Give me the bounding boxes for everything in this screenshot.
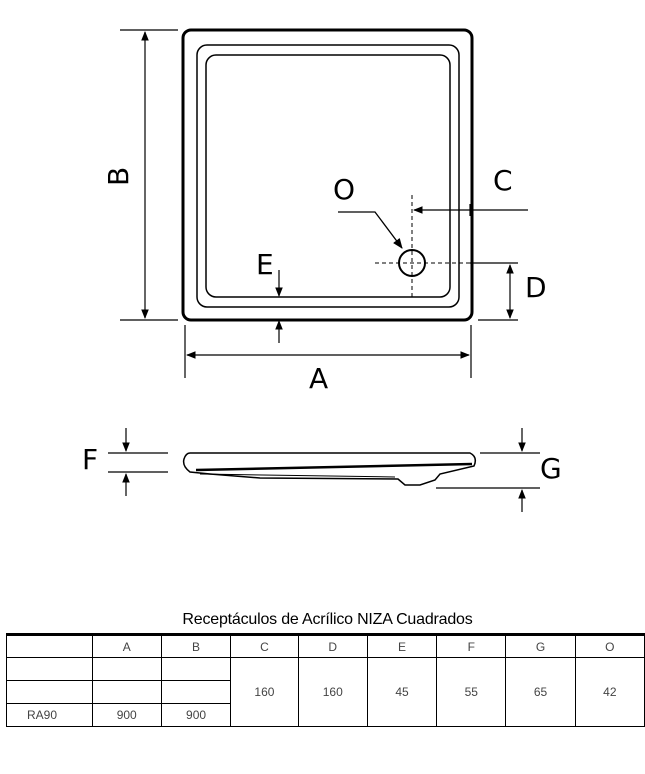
table-row: RA90 900 900 <box>6 703 645 727</box>
table-cell <box>160 680 232 704</box>
table-top-rule <box>6 633 645 636</box>
label-d: D <box>525 271 547 304</box>
spec-table: A B C D E F G O 160 160 45 55 65 42 RA90… <box>6 635 645 727</box>
value-e: 45 <box>366 657 438 727</box>
value-f: 55 <box>436 657 507 727</box>
tray-profile <box>182 452 477 486</box>
header-cell: A <box>91 635 162 658</box>
table-cell <box>160 657 232 681</box>
dimension-f <box>108 428 168 496</box>
table-cell <box>91 680 162 704</box>
value-b: 900 <box>160 703 232 727</box>
dimension-b <box>120 29 178 321</box>
value-g: 65 <box>505 657 576 727</box>
label-a: A <box>309 362 328 395</box>
dimension-a <box>184 325 472 378</box>
value-d: 160 <box>297 657 368 727</box>
table-row: 160 160 45 55 65 42 <box>6 657 645 727</box>
header-cell: O <box>574 635 645 658</box>
label-c: C <box>493 164 513 197</box>
header-cell <box>6 635 93 658</box>
header-cell: B <box>160 635 232 658</box>
model-name: RA90 <box>6 703 93 727</box>
tray-outer-edge <box>181 28 474 322</box>
dimension-d <box>470 262 518 321</box>
header-cell: E <box>366 635 438 658</box>
header-cell: F <box>436 635 507 658</box>
top-view <box>181 28 474 322</box>
value-o: 42 <box>574 657 645 727</box>
table-cell <box>6 657 93 681</box>
value-c: 160 <box>230 657 299 727</box>
table-header-row: A B C D E F G O <box>6 635 645 658</box>
label-f: F <box>82 443 98 476</box>
label-o: O <box>333 173 355 206</box>
header-cell: D <box>297 635 368 658</box>
dimension-g <box>436 428 540 512</box>
header-cell: G <box>505 635 576 658</box>
table-cell <box>6 680 93 704</box>
tray-basin <box>205 54 451 298</box>
drain-leader <box>338 211 403 249</box>
tray-rim <box>196 44 460 308</box>
side-view <box>182 452 477 486</box>
label-g: G <box>540 452 562 485</box>
label-b: B <box>102 167 135 186</box>
shower-tray-technical-drawing: B A C D E O F G <box>82 28 562 512</box>
table-cell <box>91 657 162 681</box>
value-a: 900 <box>91 703 162 727</box>
header-cell: C <box>230 635 299 658</box>
dimension-c <box>413 204 528 216</box>
label-e: E <box>256 248 274 281</box>
table-title: Receptáculos de Acrílico NIZA Cuadrados <box>182 611 473 628</box>
